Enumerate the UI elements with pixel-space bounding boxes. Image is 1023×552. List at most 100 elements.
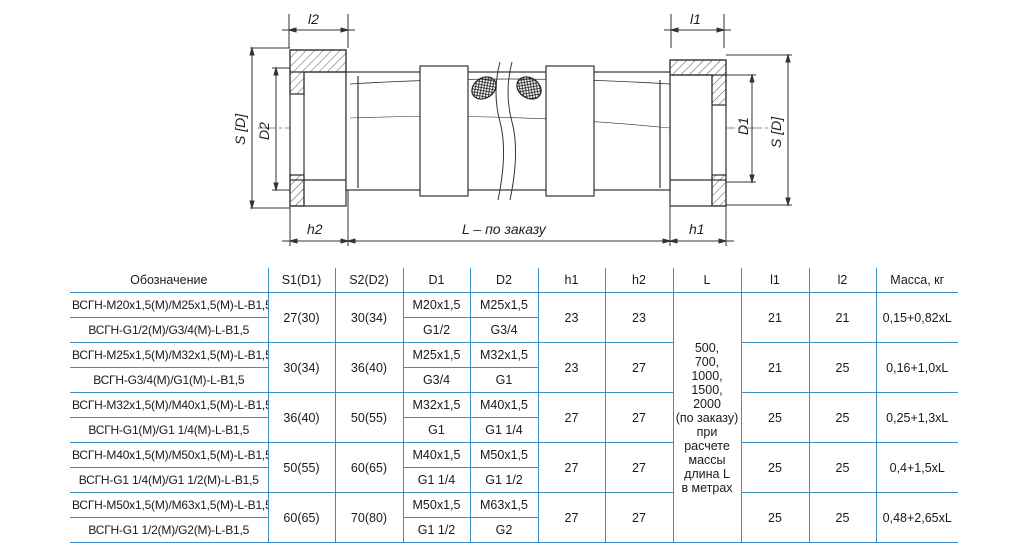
s2-cell: 50(55) [334, 392, 404, 443]
dimension-l2 [282, 14, 355, 48]
s2-cell: 36(40) [334, 342, 404, 393]
label-s-left: S [D] [232, 113, 248, 145]
h2-cell: 23 [604, 292, 674, 343]
length-note-cell: 500, 700, 1000, 1500, 2000 (по заказу) п… [672, 292, 742, 543]
left-nut [289, 49, 347, 207]
label-s-right: S [D] [768, 116, 784, 148]
dimension-l1 [664, 14, 731, 48]
h1-cell: 23 [537, 342, 606, 393]
designation-pipe-cell: ВСГН-G3/4(М)/G1(М)-L-В1,5 [70, 367, 269, 393]
label-l1: l1 [690, 11, 701, 27]
break-line [495, 61, 505, 201]
d1-metric-cell: М50х1,5 [402, 492, 471, 518]
dimension-s-right [726, 53, 792, 207]
column-header: L [672, 268, 742, 293]
designation-pipe-cell: ВСГН-G1 1/4(М)/G1 1/2(М)-L-В1,5 [70, 467, 269, 493]
l2-cell: 25 [808, 392, 877, 443]
designation-pipe-cell: ВСГН-G1 1/2(М)/G2(М)-L-В1,5 [70, 517, 269, 543]
ferrule-right [545, 65, 595, 197]
designation-metric-cell: ВСГН-М25х1,5(М)/М32х1,5(М)-L-В1,5 [70, 342, 269, 368]
h2-cell: 27 [604, 492, 674, 543]
mass-cell: 0,48+2,65хL [875, 492, 958, 543]
label-d1: D1 [735, 117, 751, 135]
column-header: D1 [402, 268, 471, 293]
dimension-s-left [249, 46, 290, 210]
l2-cell: 21 [808, 292, 877, 343]
h2-cell: 27 [604, 392, 674, 443]
s1-cell: 30(34) [267, 342, 336, 393]
d1-pipe-cell: G1/2 [402, 317, 471, 343]
h1-cell: 27 [537, 392, 606, 443]
s1-cell: 60(65) [267, 492, 336, 543]
s2-cell: 70(80) [334, 492, 404, 543]
d2-metric-cell: М32х1,5 [469, 342, 539, 368]
dimension-d1 [726, 73, 756, 184]
d2-pipe-cell: G1 [469, 367, 538, 393]
h1-cell: 27 [537, 442, 606, 493]
column-header: D2 [469, 268, 539, 293]
ferrule-left [419, 65, 469, 197]
s1-cell: 36(40) [267, 392, 336, 443]
h2-cell: 27 [604, 342, 674, 393]
h2-cell: 27 [604, 442, 674, 493]
d1-metric-cell: М20х1,5 [402, 292, 471, 318]
break-line [507, 61, 517, 201]
designation-metric-cell: ВСГН-М32х1,5(М)/М40х1,5(М)-L-В1,5 [70, 392, 269, 418]
mass-cell: 0,4+1,5хL [875, 442, 958, 493]
l2-cell: 25 [808, 342, 877, 393]
column-header: S1(D1) [267, 268, 336, 293]
d2-metric-cell: М40х1,5 [469, 392, 539, 418]
d2-pipe-cell: G2 [469, 517, 538, 543]
label-l2: l2 [308, 11, 319, 27]
d2-metric-cell: М25х1,5 [469, 292, 539, 318]
l1-cell: 25 [740, 442, 810, 493]
l2-cell: 25 [808, 442, 877, 493]
d2-pipe-cell: G1 1/4 [469, 417, 538, 443]
h1-cell: 23 [537, 292, 606, 343]
mass-cell: 0,25+1,3хL [875, 392, 958, 443]
d1-pipe-cell: G3/4 [402, 367, 471, 393]
h1-cell: 27 [537, 492, 606, 543]
d2-metric-cell: М50х1,5 [469, 442, 539, 468]
d1-metric-cell: М40х1,5 [402, 442, 471, 468]
s1-cell: 27(30) [267, 292, 336, 343]
column-header: Масса, кг [875, 268, 958, 293]
d1-pipe-cell: G1 [402, 417, 471, 443]
column-header: l1 [740, 268, 810, 293]
column-header: h2 [604, 268, 674, 293]
column-header: h1 [537, 268, 606, 293]
designation-metric-cell: ВСГН-М40х1,5(М)/М50х1,5(М)-L-В1,5 [70, 442, 269, 468]
d1-metric-cell: М25х1,5 [402, 342, 471, 368]
label-h2: h2 [307, 221, 323, 237]
hose-assembly-drawing: l2 l1 S [D] D2 D1 S [D] [232, 11, 792, 246]
mass-cell: 0,16+1,0хL [875, 342, 958, 393]
l1-cell: 25 [740, 392, 810, 443]
right-nut [669, 59, 727, 207]
braid-section-icon [471, 76, 497, 100]
column-header: S2(D2) [334, 268, 404, 293]
d1-pipe-cell: G1 1/4 [402, 467, 471, 493]
column-header: l2 [808, 268, 877, 293]
s2-cell: 30(34) [334, 292, 404, 343]
label-d2: D2 [256, 122, 272, 140]
label-h1: h1 [689, 221, 705, 237]
designation-metric-cell: ВСГН-М20х1,5(М)/М25х1,5(М)-L-В1,5 [70, 292, 269, 318]
s2-cell: 60(65) [334, 442, 404, 493]
d2-pipe-cell: G3/4 [469, 317, 538, 343]
d1-pipe-cell: G1 1/2 [402, 517, 471, 543]
l2-cell: 25 [808, 492, 877, 543]
dimension-bottom [282, 190, 734, 246]
braid-section-icon [516, 76, 542, 100]
l1-cell: 21 [740, 342, 810, 393]
d2-pipe-cell: G1 1/2 [469, 467, 538, 493]
